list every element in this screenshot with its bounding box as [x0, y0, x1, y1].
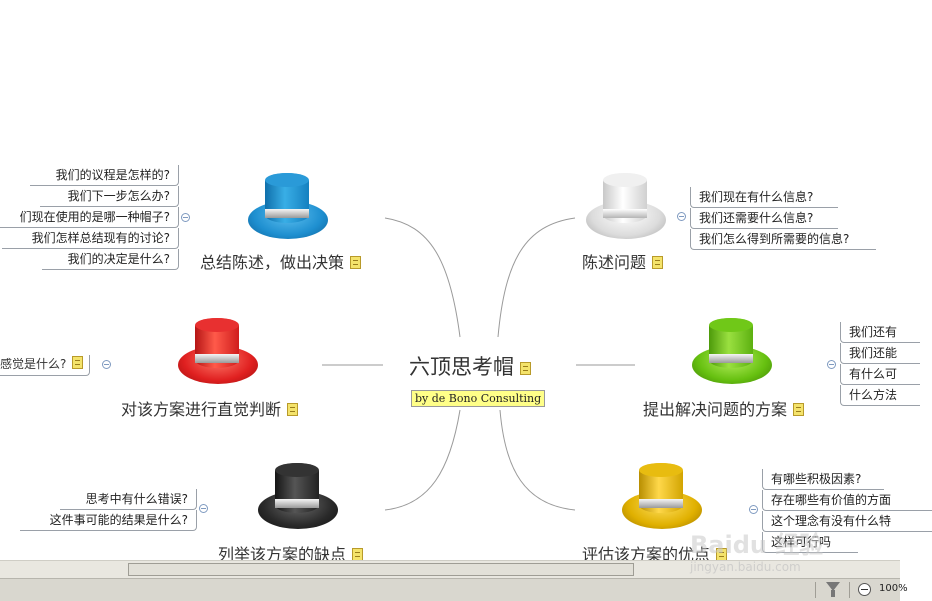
watermark-logo: Baidu 经验	[690, 531, 824, 559]
list-item[interactable]: 我们的议程是怎样的?	[30, 165, 179, 186]
note-icon[interactable]	[350, 256, 362, 269]
list-item[interactable]: 我们还需要什么信息?	[690, 208, 838, 229]
topic-blue[interactable]: 总结陈述，做出决策	[200, 249, 362, 273]
list-item[interactable]: 我们怎么得到所需要的信息?	[690, 229, 876, 250]
note-icon[interactable]	[793, 403, 805, 416]
list-item[interactable]: 这样可行吗	[762, 532, 858, 553]
list-item: 感觉是什么?	[0, 357, 67, 371]
black-subtopics: 思考中有什么错误? 这件事可能的结果是什么?	[20, 489, 197, 531]
filter-icon-stem	[831, 590, 835, 597]
white-subtopics: 我们现在有什么信息? 我们还需要什么信息? 我们怎么得到所需要的信息?	[690, 187, 876, 250]
list-item[interactable]: 什么方法	[840, 385, 920, 406]
note-icon[interactable]	[652, 256, 664, 269]
topic-label: 列举该方案的缺点	[218, 545, 347, 564]
white-hat-icon	[586, 173, 666, 243]
red-subtopic[interactable]: 感觉是什么?	[0, 355, 91, 376]
central-title: 六顶思考帽	[409, 355, 514, 379]
green-subtopics: 我们还有 我们还能 有什么可 什么方法	[840, 322, 920, 406]
collapse-toggle[interactable]	[199, 504, 208, 513]
topic-label: 评估该方案的优点	[582, 545, 711, 564]
list-item[interactable]: 有哪些积极因素?	[762, 469, 884, 490]
topic-label: 提出解决问题的方案	[643, 400, 788, 419]
note-icon[interactable]	[72, 356, 84, 369]
red-hat-icon	[178, 318, 258, 388]
collapse-toggle[interactable]	[181, 213, 190, 222]
green-hat-icon	[692, 318, 772, 388]
mindmap-canvas[interactable]: 六顶思考帽 by de Bono Consulting 总结陈述，做出决策 我们…	[0, 0, 932, 564]
status-separator	[849, 582, 850, 598]
black-hat-icon	[258, 463, 338, 533]
central-topic[interactable]: 六顶思考帽	[409, 351, 531, 381]
list-item[interactable]: 我们现在有什么信息?	[690, 187, 838, 208]
scrollbar-thumb[interactable]	[128, 563, 634, 576]
list-item[interactable]: 这件事可能的结果是什么?	[20, 510, 197, 531]
list-item[interactable]: 们现在使用的是哪一种帽子?	[0, 207, 179, 228]
list-item[interactable]: 思考中有什么错误?	[60, 489, 197, 510]
collapse-toggle[interactable]	[677, 212, 686, 221]
collapse-toggle[interactable]	[749, 505, 758, 514]
status-separator	[815, 582, 816, 598]
status-bar: 100%	[0, 578, 908, 601]
topic-red[interactable]: 对该方案进行直觉判断	[121, 396, 299, 420]
yellow-hat-icon	[622, 463, 702, 533]
connector-lines	[322, 217, 635, 511]
note-icon[interactable]	[287, 403, 299, 416]
collapse-toggle[interactable]	[827, 360, 836, 369]
topic-label: 总结陈述，做出决策	[200, 253, 345, 272]
list-item[interactable]: 存在哪些有价值的方面	[762, 490, 932, 511]
topic-label: 对该方案进行直觉判断	[121, 400, 282, 419]
list-item[interactable]: 这个理念有没有什么特	[762, 511, 932, 532]
collapse-toggle[interactable]	[102, 360, 111, 369]
blue-hat-icon	[248, 173, 328, 243]
list-item[interactable]: 我们怎样总结现有的讨论?	[2, 228, 179, 249]
filter-icon[interactable]	[826, 582, 840, 591]
list-item[interactable]: 有什么可	[840, 364, 920, 385]
watermark-url: jingyan.baidu.com	[690, 560, 801, 574]
topic-label: 陈述问题	[582, 253, 647, 272]
zoom-level: 100%	[879, 583, 908, 594]
central-subtitle: by de Bono Consulting	[411, 390, 546, 407]
horizontal-scrollbar[interactable]	[0, 560, 900, 578]
topic-white[interactable]: 陈述问题	[582, 249, 664, 273]
list-item[interactable]: 我们还有	[840, 322, 920, 343]
note-icon[interactable]	[520, 362, 531, 375]
list-item[interactable]: 我们还能	[840, 343, 920, 364]
list-item[interactable]: 我们下一步怎么办?	[40, 186, 179, 207]
topic-yellow[interactable]: 评估该方案的优点	[582, 541, 728, 565]
yellow-subtopics: 有哪些积极因素? 存在哪些有价值的方面 这个理念有没有什么特 这样可行吗	[762, 469, 932, 553]
zoom-out-icon[interactable]	[858, 583, 871, 596]
blue-subtopics: 我们的议程是怎样的? 我们下一步怎么办? 们现在使用的是哪一种帽子? 我们怎样总…	[0, 165, 179, 270]
topic-green[interactable]: 提出解决问题的方案	[643, 396, 805, 420]
list-item[interactable]: 我们的决定是什么?	[42, 249, 179, 270]
